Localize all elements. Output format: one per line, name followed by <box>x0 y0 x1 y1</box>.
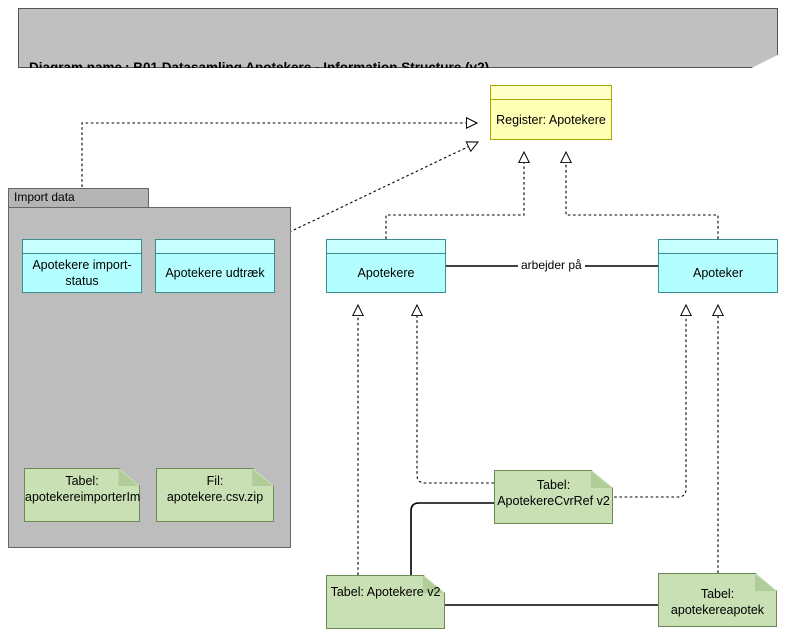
node-apotekere-import-status[interactable]: Apotekere import-status <box>22 239 142 293</box>
node-label: Fil: apotekere.csv.zip <box>166 474 264 504</box>
node-label: Apotekere udtræk <box>165 266 265 280</box>
node-label: Tabel: ApotekereCvrRef v2 <box>497 478 610 508</box>
node-tabel-apotekereapotek[interactable]: Tabel: apotekereapotek <box>658 573 777 627</box>
node-label: Apoteker <box>692 266 744 280</box>
node-header-band <box>659 240 777 254</box>
node-label: Register: Apotekere <box>496 112 606 127</box>
relation-label-arbejder-paa: arbejder på <box>518 258 585 272</box>
group-label: Import data <box>14 190 75 204</box>
viewpoint-row: Viewpoint : Information Structure <box>29 120 489 141</box>
node-tabel-apotekere-v2[interactable]: Tabel: Apotekere v2 <box>326 575 445 629</box>
node-label: Tabel: apotekereimporterImportStatus <box>25 474 198 504</box>
node-fil-apotekere-csv-zip[interactable]: Fil: apotekere.csv.zip <box>156 468 274 522</box>
node-label: Apotekere import-status <box>32 258 132 288</box>
node-apotekere[interactable]: Apotekere <box>326 239 446 293</box>
viewpoint-label: Viewpoint <box>29 123 93 138</box>
viewpoint-value: : Information Structure <box>125 123 272 138</box>
node-header-band <box>156 240 274 254</box>
conn-apotekerev2-to-cvrref <box>410 502 494 578</box>
node-register-apotekere[interactable]: Register: Apotekere <box>490 85 612 140</box>
node-apoteker[interactable]: Apoteker <box>658 239 778 293</box>
node-tabel-apotekerecvrref-v2[interactable]: Tabel: ApotekereCvrRef v2 <box>494 470 613 524</box>
node-label: Apotekere <box>357 266 415 280</box>
diagram-header-text: Diagram name: B01 Datasamling Apotekere … <box>29 15 490 141</box>
group-tab <box>8 188 149 208</box>
node-header-band <box>23 240 141 254</box>
conn-udtraek-to-register <box>274 142 478 240</box>
conn-apoteker-to-register <box>566 152 719 239</box>
diagram-name-value: : B01 Datasamling Apotekere - Informatio… <box>125 60 490 75</box>
diagram-header-note: Diagram name: B01 Datasamling Apotekere … <box>18 8 778 68</box>
conn-cvrref-to-apotekere <box>417 305 494 484</box>
node-label: Tabel: apotekereapotek <box>670 587 765 617</box>
conn-cvrref-to-apoteker <box>609 305 686 498</box>
node-header-band <box>327 240 445 254</box>
node-apotekere-udtraek[interactable]: Apotekere udtræk <box>155 239 275 293</box>
conn-apotekere-to-register <box>385 152 524 239</box>
diagram-name-label: Diagram name <box>29 60 123 75</box>
node-tabel-apotekereimporter-importstatus[interactable]: Tabel: apotekereimporterImportStatus <box>24 468 140 522</box>
node-label: Tabel: Apotekere v2 <box>330 585 441 599</box>
diagram-name-row: Diagram name: B01 Datasamling Apotekere … <box>29 57 490 75</box>
node-header-band <box>491 86 611 100</box>
